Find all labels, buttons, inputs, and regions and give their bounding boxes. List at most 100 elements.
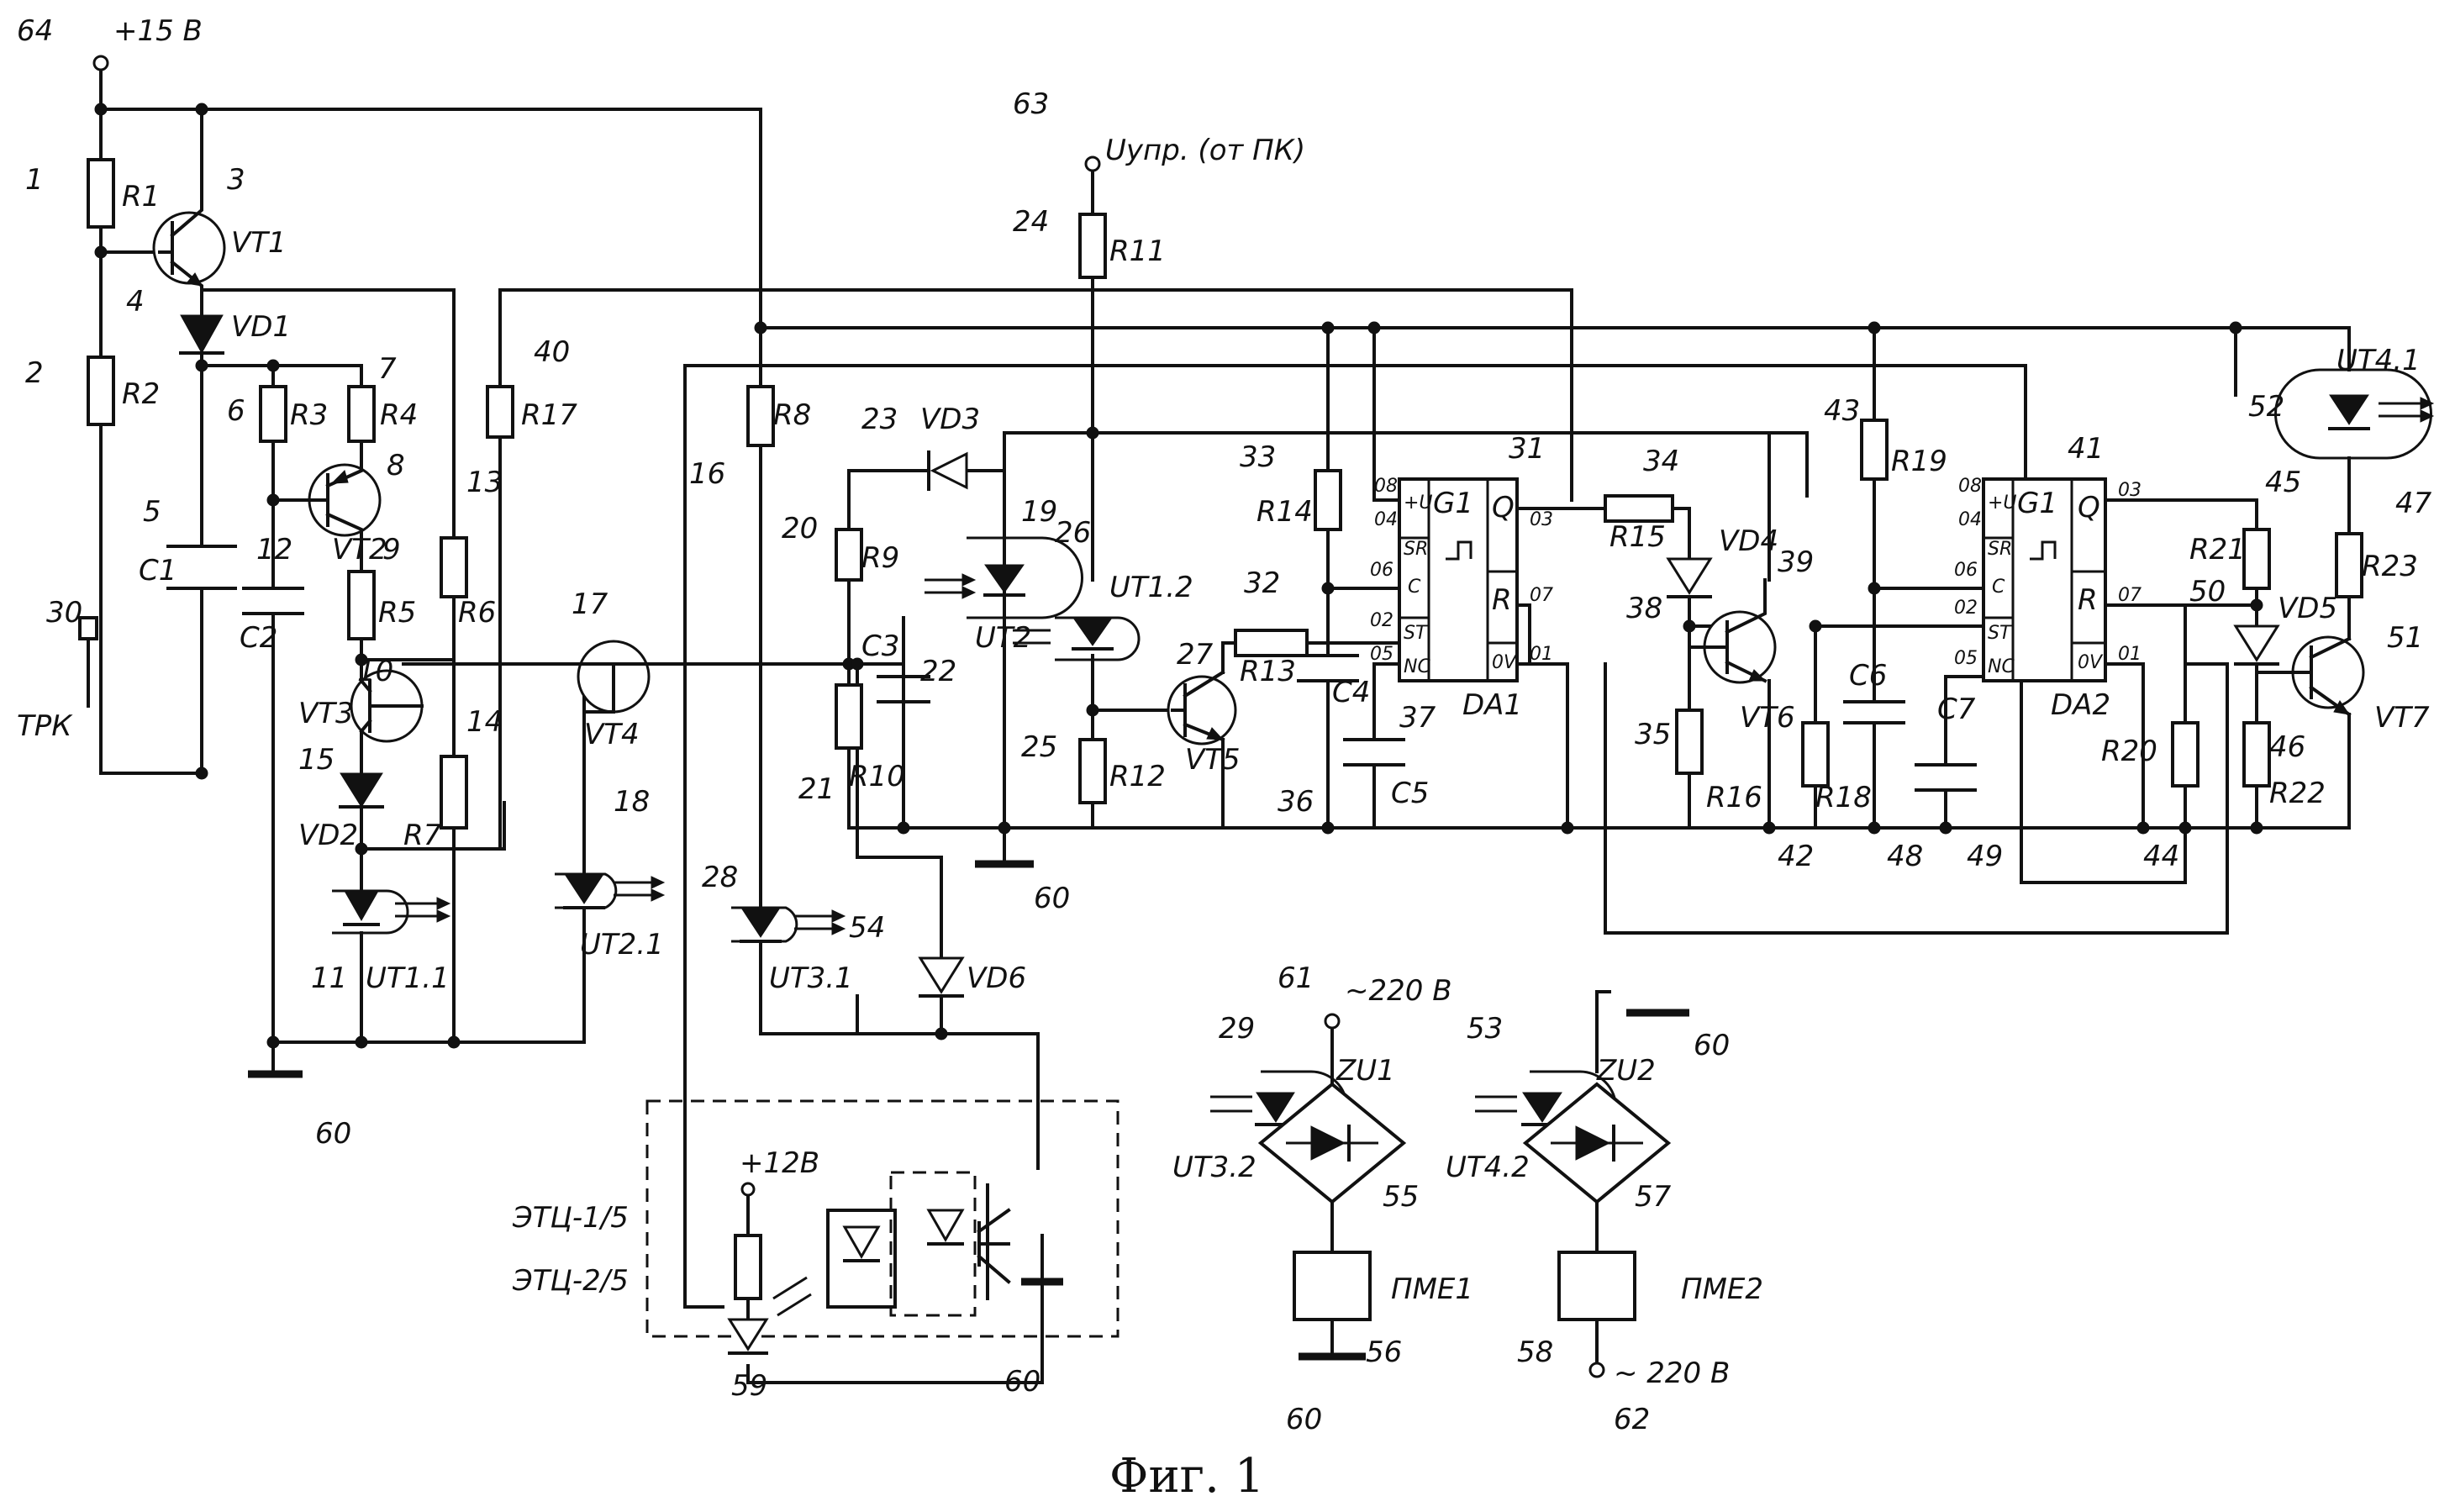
label-g1-da1: G1	[1433, 487, 1473, 520]
diode-vd5[interactable]	[2236, 626, 2278, 664]
ref-55: 55	[1383, 1180, 1419, 1214]
capacitor-c2[interactable]	[244, 588, 303, 614]
resistor-r20[interactable]	[2173, 723, 2198, 786]
transistor-vt7[interactable]	[2286, 637, 2363, 714]
etc-opto-led	[929, 1210, 962, 1244]
label-c7: C7	[1937, 693, 1976, 726]
ref-35: 35	[1635, 718, 1671, 751]
label-vd5: VD5	[2278, 592, 2337, 625]
pin-sr-da2: SR	[1988, 539, 2012, 560]
ref-32: 32	[1244, 566, 1280, 600]
ref-62: 62	[1614, 1403, 1650, 1436]
ref-36: 36	[1278, 785, 1314, 819]
diode-vd4[interactable]	[1668, 559, 1710, 614]
label-r11: R11	[1109, 234, 1166, 268]
ref-39: 39	[1778, 545, 1814, 579]
transistor-vt2[interactable]	[309, 465, 380, 535]
resistor-r4[interactable]	[349, 387, 374, 441]
terminal-63[interactable]	[1086, 157, 1099, 171]
ref-17: 17	[572, 587, 608, 621]
resistor-r23[interactable]	[2336, 534, 2362, 597]
label-g1-da2: G1	[2017, 487, 2057, 520]
resistor-r16[interactable]	[1677, 710, 1702, 773]
label-zu2: ZU2	[1596, 1054, 1656, 1088]
resistor-r10[interactable]	[836, 685, 861, 748]
label-c4: C4	[1332, 676, 1370, 709]
pin-07-da1: 07	[1530, 585, 1553, 606]
capacitor-c7[interactable]	[1916, 765, 1975, 790]
resistor-r13[interactable]	[1235, 630, 1307, 656]
label-r10: R10	[849, 760, 905, 793]
pin-02-da2: 02	[1954, 598, 1978, 619]
ref-43: 43	[1824, 394, 1860, 428]
resistor-r15[interactable]	[1605, 496, 1673, 521]
label-c3: C3	[861, 630, 899, 663]
resistor-r8[interactable]	[748, 387, 773, 445]
label-vd2: VD2	[298, 819, 358, 852]
terminal-64[interactable]	[94, 56, 108, 70]
resistor-r9[interactable]	[836, 529, 861, 580]
trk-switch[interactable]	[80, 618, 101, 723]
terminal-12v[interactable]	[742, 1183, 754, 1195]
resistor-r19[interactable]	[1862, 420, 1887, 479]
ref-47: 47	[2395, 487, 2432, 520]
resistor-r17[interactable]	[487, 387, 513, 437]
label-r4: R4	[380, 398, 418, 432]
capacitor-c1[interactable]	[168, 546, 235, 588]
opto-ut31[interactable]	[731, 908, 845, 941]
diode-vd2[interactable]	[340, 773, 382, 807]
resistor-r5[interactable]	[349, 572, 374, 639]
opto-ut21[interactable]	[555, 874, 664, 908]
resistor-r14[interactable]	[1315, 471, 1341, 529]
label-da2: DA2	[2051, 688, 2110, 722]
resistor-r1[interactable]	[88, 160, 113, 227]
resistor-r2[interactable]	[88, 357, 113, 424]
ref-64: 64	[17, 14, 53, 48]
label-vt5: VT5	[1185, 743, 1241, 777]
pin-u-da2: +U	[1988, 493, 2017, 514]
opto-ut11[interactable]	[332, 891, 450, 933]
label-r7: R7	[403, 819, 442, 852]
capacitor-c5[interactable]	[1345, 740, 1404, 765]
ref-27: 27	[1177, 638, 1214, 672]
relay-pme1[interactable]	[1294, 1252, 1370, 1320]
pin-sr-da1: SR	[1404, 539, 1428, 560]
ref-29: 29	[1219, 1012, 1255, 1046]
relay-pme2[interactable]	[1559, 1252, 1635, 1320]
ref-3: 3	[227, 163, 245, 197]
capacitor-c6[interactable]	[1845, 702, 1904, 723]
ref-28: 28	[702, 861, 738, 894]
resistor-r18[interactable]	[1803, 723, 1828, 786]
pin-r-da2: R	[2078, 583, 2098, 617]
resistor-r7[interactable]	[441, 756, 466, 828]
label-vd4: VD4	[1719, 524, 1778, 558]
capacitor-c3[interactable]	[857, 664, 929, 828]
pin-05-da1: 05	[1370, 644, 1393, 665]
resistor-r6[interactable]	[441, 538, 466, 597]
ref-37: 37	[1399, 701, 1436, 735]
terminal-62[interactable]	[1590, 1363, 1604, 1377]
resistor-r21[interactable]	[2244, 529, 2269, 588]
resistor-r12[interactable]	[1080, 740, 1105, 803]
transistor-vt4[interactable]	[578, 641, 649, 712]
transistor-vt5[interactable]	[1168, 672, 1235, 744]
label-ut2: UT2	[975, 621, 1031, 655]
label-r18: R18	[1815, 781, 1872, 814]
ref-9: 9	[382, 533, 401, 566]
transistor-vt1[interactable]	[154, 202, 224, 294]
ref-21: 21	[798, 772, 835, 806]
opto-ut12[interactable]	[1013, 618, 1139, 660]
resistor-etc[interactable]	[735, 1235, 761, 1299]
ref-38: 38	[1626, 592, 1662, 625]
diode-vd3[interactable]	[920, 452, 967, 489]
resistor-r3[interactable]	[261, 387, 286, 441]
label-c2: C2	[240, 621, 277, 655]
opto-ut41[interactable]	[2276, 370, 2434, 458]
diode-vd6[interactable]	[920, 958, 962, 996]
resistor-r22[interactable]	[2244, 723, 2269, 786]
diode-vd1[interactable]	[181, 315, 223, 353]
terminal-61[interactable]	[1325, 1014, 1339, 1028]
label-vd6: VD6	[967, 961, 1026, 995]
label-vt7: VT7	[2374, 701, 2430, 735]
resistor-r11[interactable]	[1080, 214, 1105, 277]
